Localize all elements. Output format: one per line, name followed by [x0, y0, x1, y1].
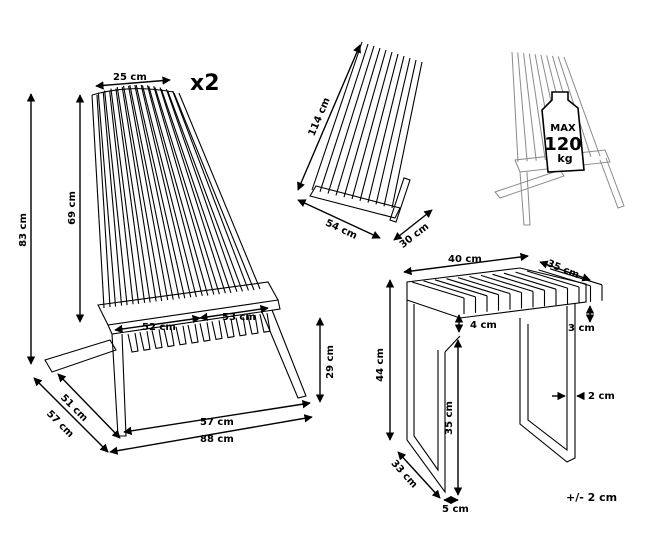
table-drawing: [406, 267, 603, 494]
label-total-height: 83 cm: [18, 213, 29, 247]
front-leg-left: [111, 333, 127, 437]
label-seat-width-front: 52 cm: [142, 322, 176, 333]
label-table-height: 44 cm: [375, 348, 386, 382]
folded-chair-drawing: [309, 41, 423, 223]
label-leg-height: 35 cm: [444, 401, 455, 435]
seat-slats: [127, 313, 271, 353]
backrest-top-edge: [91, 88, 174, 96]
label-base-length: 57 cm: [200, 417, 234, 428]
label-folded-depth: 30 cm: [398, 221, 431, 250]
table-left-frame-inner: [413, 304, 439, 472]
max-load-line2: 120: [544, 134, 582, 155]
front-leg-right: [261, 309, 307, 399]
label-back-height: 69 cm: [67, 191, 78, 225]
folded-slats: [311, 41, 423, 209]
backrest-slats: [91, 84, 261, 309]
label-table-depth: 33 cm: [388, 458, 419, 490]
label-slat-thickness: 3 cm: [568, 323, 595, 334]
table-right-frame-inner: [527, 306, 568, 452]
table-left-frame: [406, 300, 446, 494]
label-outer-width: 57 cm: [44, 408, 76, 440]
label-seat-height: 29 cm: [325, 345, 336, 379]
table-right-frame: [519, 304, 576, 463]
folded-bottom-bar: [309, 185, 401, 219]
label-table-top-width: 40 cm: [448, 254, 482, 265]
max-load-line1: MAX: [550, 123, 576, 134]
label-table-top-thickness: 4 cm: [470, 320, 497, 331]
label-foot-width: 5 cm: [442, 504, 469, 515]
label-leg-width: 2 cm: [588, 391, 615, 402]
label-folded-width: 54 cm: [323, 218, 358, 242]
max-load-line3: kg: [557, 152, 572, 165]
ground-runner: [44, 339, 117, 373]
chair-drawing: [44, 84, 307, 437]
label-seat-top-width: 25 cm: [113, 72, 147, 83]
max-load-badge: MAX 120 kg: [541, 91, 585, 173]
folded-leg: [389, 177, 411, 223]
label-total-length: 88 cm: [200, 434, 234, 445]
multiplier-label: x2: [190, 71, 220, 96]
chair-dimension-lines: [26, 76, 325, 455]
tolerance-note: +/- 2 cm: [566, 491, 617, 504]
label-seat-width-rear: 53 cm: [222, 312, 256, 323]
